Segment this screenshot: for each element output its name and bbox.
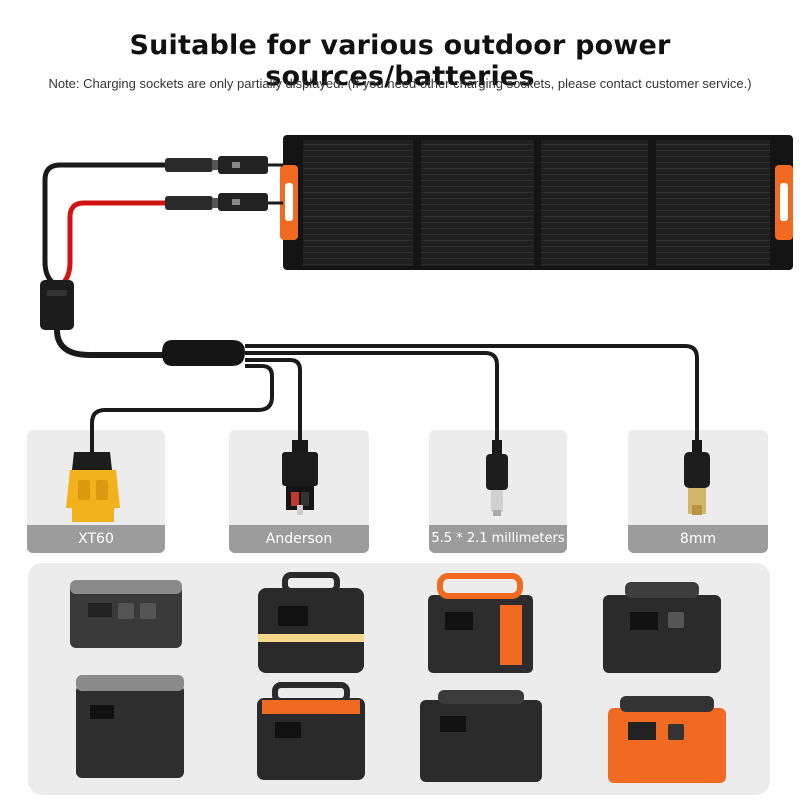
xt60-plug-icon bbox=[66, 452, 120, 522]
power-station-icon bbox=[257, 682, 365, 780]
page-note: Note: Charging sockets are only partiall… bbox=[48, 76, 752, 91]
connector-label-anderson: Anderson bbox=[229, 525, 369, 553]
dc-8mm-plug-icon bbox=[684, 440, 710, 515]
power-station-icon bbox=[608, 696, 726, 783]
power-station-icon bbox=[76, 675, 184, 778]
connector-card-xt60: XT60 bbox=[27, 430, 165, 553]
mc4-connector-icon bbox=[165, 156, 283, 211]
connector-label-xt60: XT60 bbox=[27, 525, 165, 553]
connector-label-8mm: 8mm bbox=[628, 525, 768, 553]
solar-panel-icon bbox=[280, 135, 793, 270]
power-station-icon bbox=[603, 582, 721, 673]
y-splitter-icon bbox=[162, 340, 245, 366]
page-title: Suitable for various outdoor power sourc… bbox=[129, 30, 671, 92]
power-station-icon bbox=[428, 573, 533, 673]
power-station-icon bbox=[70, 580, 182, 648]
junction-block-icon bbox=[40, 280, 74, 330]
power-station-icon bbox=[258, 572, 364, 673]
anderson-plug-icon bbox=[282, 440, 318, 515]
power-station-icon bbox=[420, 690, 542, 782]
connector-label-dc5521: 5.5 * 2.1 millimeters bbox=[429, 525, 567, 553]
dc-barrel-plug-icon bbox=[486, 440, 508, 516]
